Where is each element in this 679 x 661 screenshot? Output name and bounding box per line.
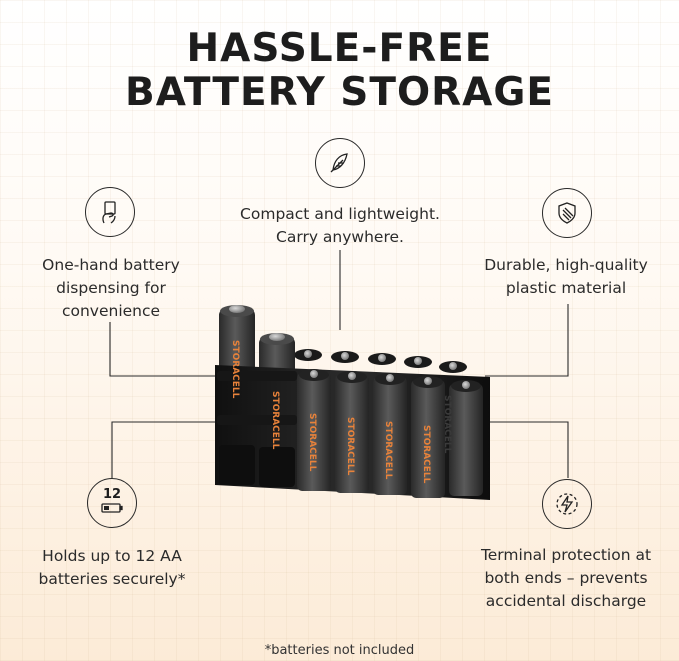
hand-dispense-icon [85,187,135,237]
feature-durable-line-1: Durable, high-quality [484,256,648,274]
feature-one-hand-line-1: One-hand battery [42,256,180,274]
battery-brand-label: STORACELL [345,417,355,476]
shield-icon [542,188,592,238]
feature-one-hand-line-2: dispensing for [56,279,166,297]
feature-terminal-line-2: both ends – prevents [484,569,648,587]
battery-count-icon: 12 [87,478,137,528]
battery-count-number: 12 [102,486,122,502]
feature-one-hand: One-hand battery dispensing for convenie… [11,254,211,323]
feature-compact: Compact and lightweight. Carry anywhere. [240,203,440,249]
battery-brand-label: STORACELL [230,340,240,399]
feature-durable-line-2: plastic material [505,279,627,297]
feature-one-hand-line-3: convenience [61,302,161,320]
feature-capacity: Holds up to 12 AA batteries securely* [12,545,212,591]
feature-durable: Durable, high-quality plastic material [466,254,666,300]
footnote: *batteries not included [264,643,415,658]
feature-capacity-line-2: batteries securely* [38,570,186,588]
feather-icon [315,138,365,188]
feature-compact-line-2: Carry anywhere. [276,228,404,246]
battery-brand-label: STORACELL [307,413,317,472]
battery-brand-label: STORACELL [421,425,431,484]
feature-capacity-line-1: Holds up to 12 AA [42,547,182,565]
headline-line-2: BATTERY STORAGE [124,70,555,115]
battery-brand-label: STORACELL [383,421,393,480]
feature-compact-line-1: Compact and lightweight. [240,205,440,223]
headline-line-1: HASSLE-FREE [186,26,493,71]
battery-brand-label: STORACELL [270,391,280,450]
feature-terminal-line-1: Terminal protection at [480,546,652,564]
casing-brand-label: STORACELL [442,395,452,454]
feature-terminal: Terminal protection at both ends – preve… [466,544,666,613]
battery-holder-image: STORACELL STORACELL STORACELL STORACELL … [215,305,490,500]
feature-terminal-line-3: accidental discharge [485,592,647,610]
lightning-protection-icon [542,479,592,529]
